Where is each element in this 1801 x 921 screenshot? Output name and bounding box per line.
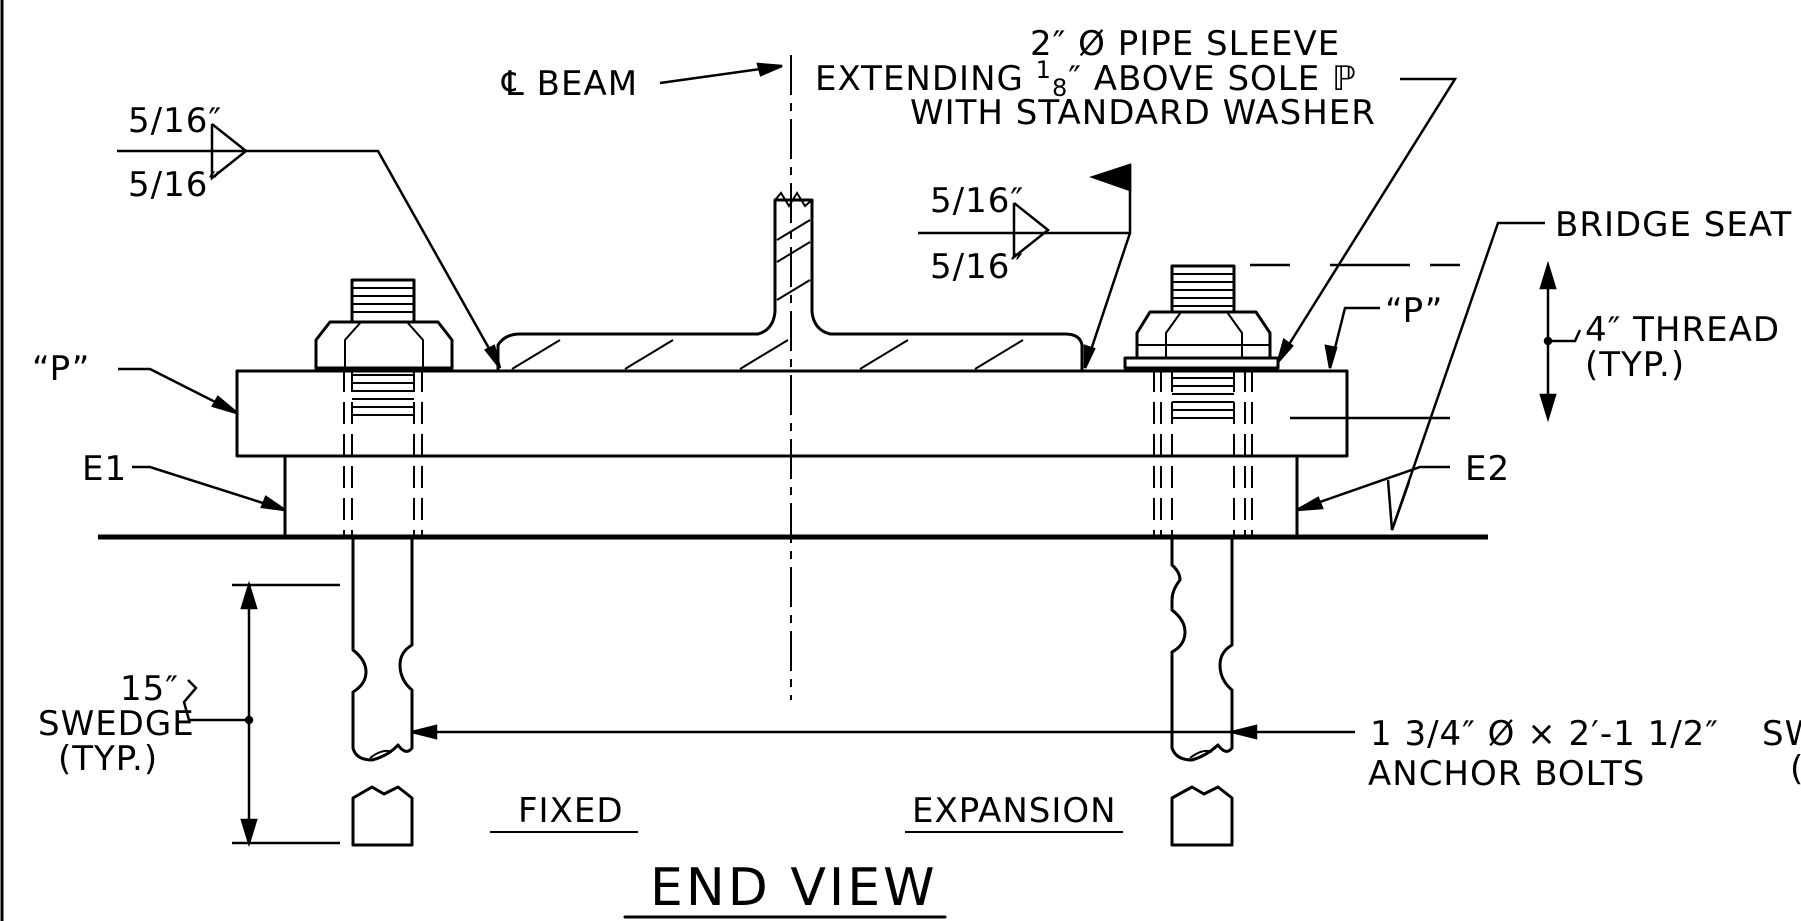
fixed-label: FIXED xyxy=(518,791,624,831)
swedge-line1: 15″ xyxy=(120,669,179,709)
weld-right-top: 5/16″ xyxy=(930,181,1024,221)
e2-label: E2 xyxy=(1465,449,1510,489)
left-anchor-bolt xyxy=(314,278,454,847)
swedge-line2: SWEDGE xyxy=(38,704,195,744)
pipe-sleeve-line2b: ″ ABOVE SOLE ℙ xyxy=(1068,59,1357,99)
e1-label: E1 xyxy=(82,449,127,489)
expansion-label: EXPANSION xyxy=(912,791,1117,831)
pipe-sleeve-line2a: EXTENDING xyxy=(815,59,1036,99)
leaders xyxy=(117,62,1582,848)
weld-left-bottom: 5/16″ xyxy=(128,165,222,205)
swedge-line3: (TYP.) xyxy=(58,739,158,779)
pipe-sleeve-line3: WITH STANDARD WASHER xyxy=(910,93,1376,133)
p-right-label: “P” xyxy=(1385,291,1443,331)
anchor-bolt-line1: 1 3/4″ Ø × 2′-1 1/2″ xyxy=(1370,714,1719,754)
bridge-seat-label: BRIDGE SEAT xyxy=(1555,205,1792,245)
weld-left-top: 5/16″ xyxy=(128,101,222,141)
paren-cut-label: ( xyxy=(1790,749,1801,789)
pipe-sleeve-line1: 2″ Ø PIPE SLEEVE xyxy=(1030,24,1340,64)
swedge-cut-label: SW xyxy=(1762,714,1801,754)
right-anchor-bolt xyxy=(1123,264,1280,847)
pipe-sleeve-frac-den: 8 xyxy=(1052,74,1068,102)
view-title: END VIEW xyxy=(650,858,938,918)
beam-section xyxy=(496,191,1084,373)
thread-line1: 4″ THREAD xyxy=(1585,310,1780,350)
cl-beam-label: ℄ BEAM xyxy=(501,64,638,104)
pipe-sleeve-frac-num: 1 xyxy=(1036,56,1052,84)
anchor-bolt-line2: ANCHOR BOLTS xyxy=(1368,754,1645,794)
thread-line2: (TYP.) xyxy=(1585,345,1685,385)
pipe-sleeve-line2: EXTENDING 18″ ABOVE SOLE ℙ xyxy=(815,56,1357,102)
p-left-label: “P” xyxy=(32,349,90,389)
weld-right-bottom: 5/16″ xyxy=(930,247,1024,287)
